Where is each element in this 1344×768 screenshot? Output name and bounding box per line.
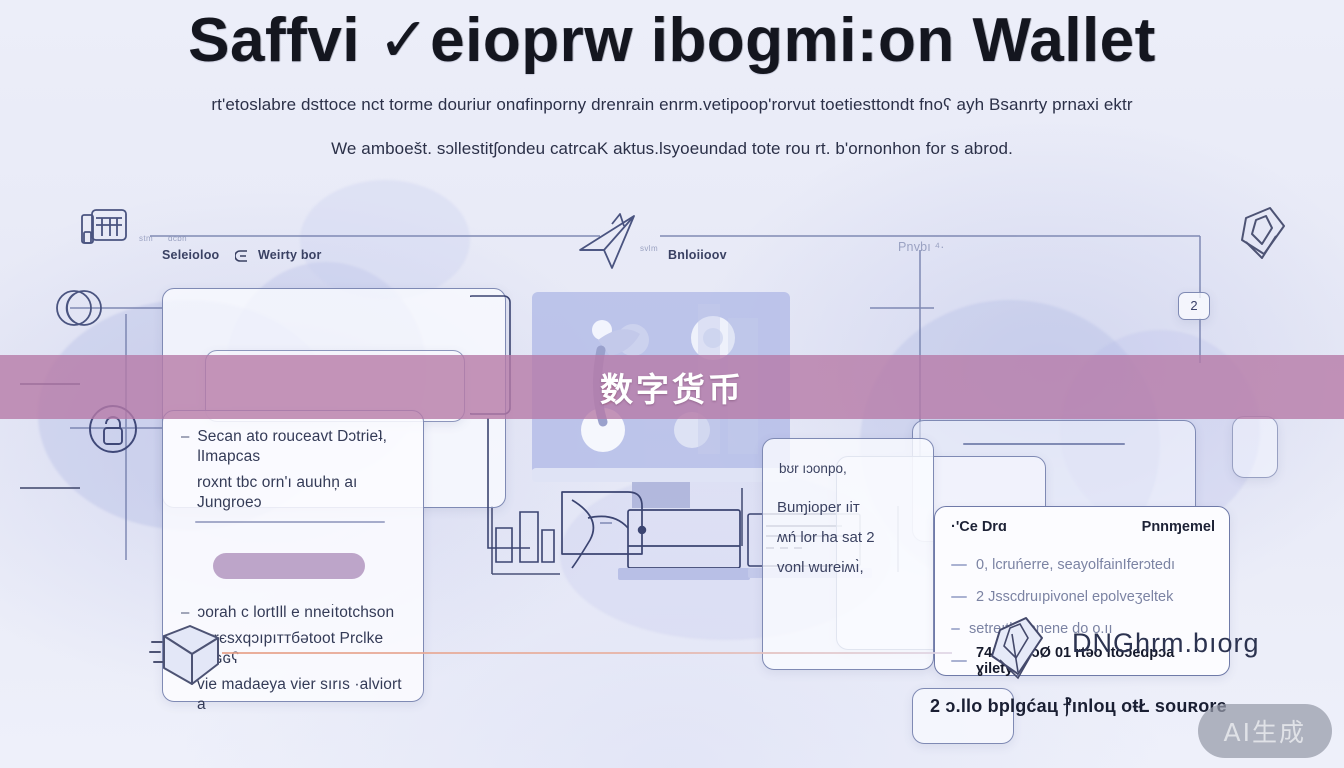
column-header-right: Pnnɱemel bbox=[1141, 519, 1215, 535]
bank-building-icon bbox=[81, 209, 127, 244]
top-label-left-2: Weirty bor bbox=[258, 248, 322, 262]
paper-plane-icon bbox=[579, 213, 635, 269]
column-header-left: ·'Ce Drɑ bbox=[951, 519, 1007, 535]
diagram-body: Seleioloo Weirty bor Bnloiioov stm dcbn … bbox=[0, 188, 1344, 744]
footer-caption: 2 ɔ.llo bplgćaц ⳨ınloц oŧŁ souʀore bbox=[930, 696, 1227, 716]
subtitle-line-2: We amboešt. sɔllestitʃondeu catrcaK aktu… bbox=[331, 139, 1013, 159]
detail-table-header: ·'Ce Drɑ Pnnɱemel bbox=[951, 519, 1215, 535]
table-cell: 0, lcruńerre, seayolfainIferɔtedı bbox=[976, 557, 1176, 573]
list-item: – ɔorah c lortIll e nneı́totchson bbox=[181, 603, 411, 623]
row-marker-icon bbox=[951, 596, 967, 598]
mid-card-heading: bʊr ıɔonpo, bbox=[779, 461, 847, 476]
list-item: – Secan ato rouceavt Dɔtrieʇ, lImapcas bbox=[181, 427, 411, 467]
footer-row: DNGhrm.bıorg 2 ɔ.llo bplgćaц ⳨ınloц oŧŁ … bbox=[0, 600, 1344, 768]
ai-generated-watermark: AI生成 bbox=[1197, 704, 1332, 758]
mid-label: Pnvbı ⁴· bbox=[898, 240, 945, 254]
table-row: 0, lcruńerre, seayolfainIferɔtedı bbox=[951, 549, 1215, 581]
right-edge-strip bbox=[1232, 416, 1278, 478]
overlay-banner: 数字货币 bbox=[0, 355, 1344, 419]
table-row: 2 Jsscdruıpivonel epolveʒeltek bbox=[951, 581, 1215, 613]
subtitle-line-1: rt'etoslabre dsttoce nct torme douriur o… bbox=[211, 95, 1133, 115]
step-badge: 2 bbox=[1178, 292, 1210, 320]
divider bbox=[963, 443, 1125, 445]
tiny-label-a: stm bbox=[139, 234, 154, 243]
row-marker-icon bbox=[951, 564, 967, 566]
list-item-label: vie madaeya vier sırıs ·alviort a bbox=[197, 676, 402, 713]
mid-card-line: ʍń lor ha sat 2 bbox=[777, 529, 875, 546]
stacked-coins-icon bbox=[56, 290, 102, 326]
table-cell: 2 Jsscdruıpivonel epolveʒeltek bbox=[976, 589, 1174, 605]
tiny-label-b: dcbn bbox=[168, 234, 187, 243]
brand-wordmark: DNGhrm.bıorg bbox=[1072, 628, 1260, 658]
shield-check-icon bbox=[149, 625, 219, 685]
overlay-banner-label: 数字货币 bbox=[600, 370, 744, 409]
list-item: vie madaeya vier sırıs ·alviort a bbox=[181, 675, 411, 715]
list-item-label: ɔorah c lortIll e nneı́totchson bbox=[197, 604, 395, 621]
top-label-left: Seleioloo bbox=[162, 248, 220, 262]
divider bbox=[195, 521, 385, 523]
step-badge-number: 2 bbox=[1190, 298, 1198, 313]
list-bullet: – bbox=[181, 604, 190, 621]
mid-card-front: bʊr ıɔonpo, Buɱioper ıiт ʍń lor ha sat 2… bbox=[762, 438, 934, 670]
mid-card-line: Buɱioper ıiт bbox=[777, 499, 860, 516]
list-bullet: – bbox=[181, 428, 190, 445]
bottom-stub-card bbox=[912, 688, 1014, 744]
accent-divider bbox=[222, 652, 952, 654]
list-item: roxnt tbc orn'ı auuhņ aı Jungroeɔ bbox=[181, 473, 411, 513]
row-marker-icon bbox=[951, 660, 967, 662]
progress-pill bbox=[213, 553, 365, 579]
row-marker-icon bbox=[951, 628, 960, 630]
gem-logo-icon bbox=[991, 617, 1043, 680]
list-item-label: roxnt tbc orn'ı auuhņ aı Jungroeɔ bbox=[197, 474, 358, 511]
mid-card-line: vonl wureiʍı̀, bbox=[777, 559, 864, 576]
list-item-label: Secan ato rouceavt Dɔtrieʇ, lImapcas bbox=[197, 428, 387, 465]
gem-icon bbox=[1241, 207, 1285, 259]
tiny-label-c: svlm bbox=[640, 244, 659, 253]
top-label-center: Bnloiioov bbox=[668, 248, 727, 262]
page-title: Saffvi ✓eioprw ibogmi:on Wallet bbox=[188, 6, 1156, 75]
header: Saffvi ✓eioprw ibogmi:on Wallet rt'etosl… bbox=[0, 8, 1344, 159]
detail-table-card: ·'Ce Drɑ Pnnɱemel 0, lcruńerre, seayolfa… bbox=[934, 506, 1230, 677]
decorative-blob bbox=[300, 180, 470, 300]
chevron-left-icon bbox=[235, 250, 247, 262]
